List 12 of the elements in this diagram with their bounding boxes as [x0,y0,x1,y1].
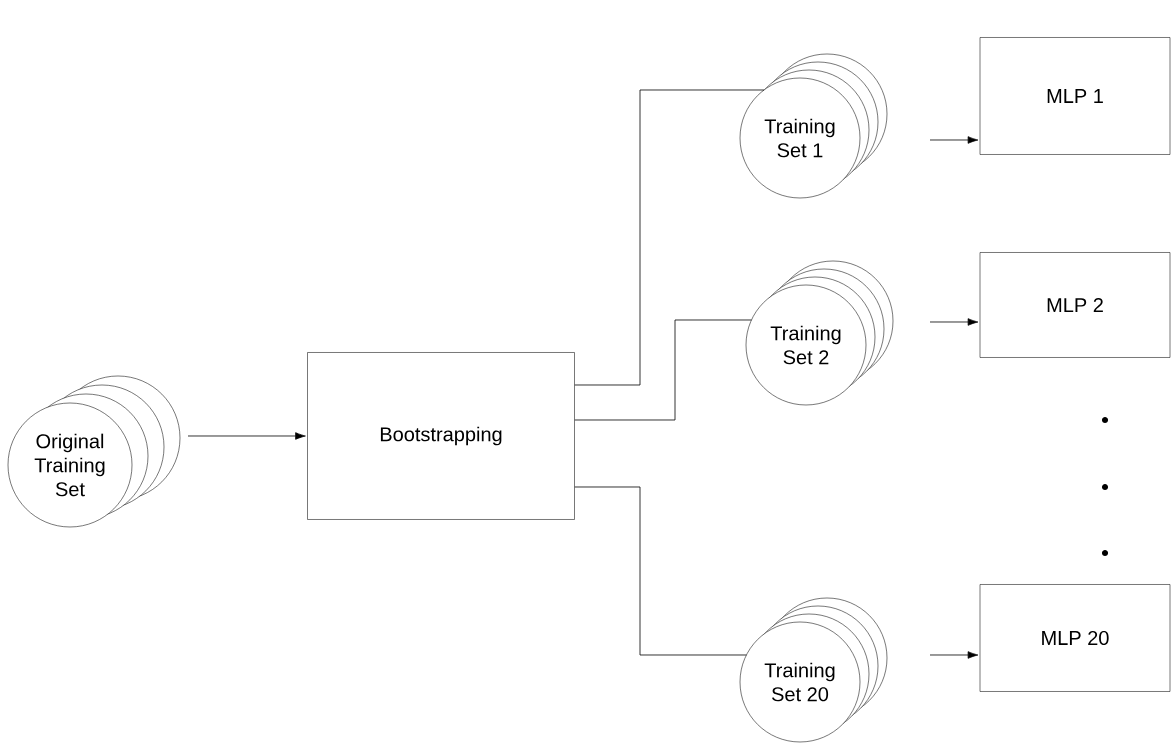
process-box: Bootstrapping [307,352,575,520]
model-box: MLP 1 [979,37,1171,155]
arrow [929,136,979,144]
connector-line [574,89,765,386]
connector-line [574,486,747,656]
arrow [929,651,979,659]
arrow [929,318,979,326]
connector-line [574,319,752,421]
arrow [187,432,306,440]
model-box: MLP 20 [979,584,1171,692]
model-box: MLP 2 [979,252,1171,358]
node-label: Training Set 20 [764,662,835,702]
